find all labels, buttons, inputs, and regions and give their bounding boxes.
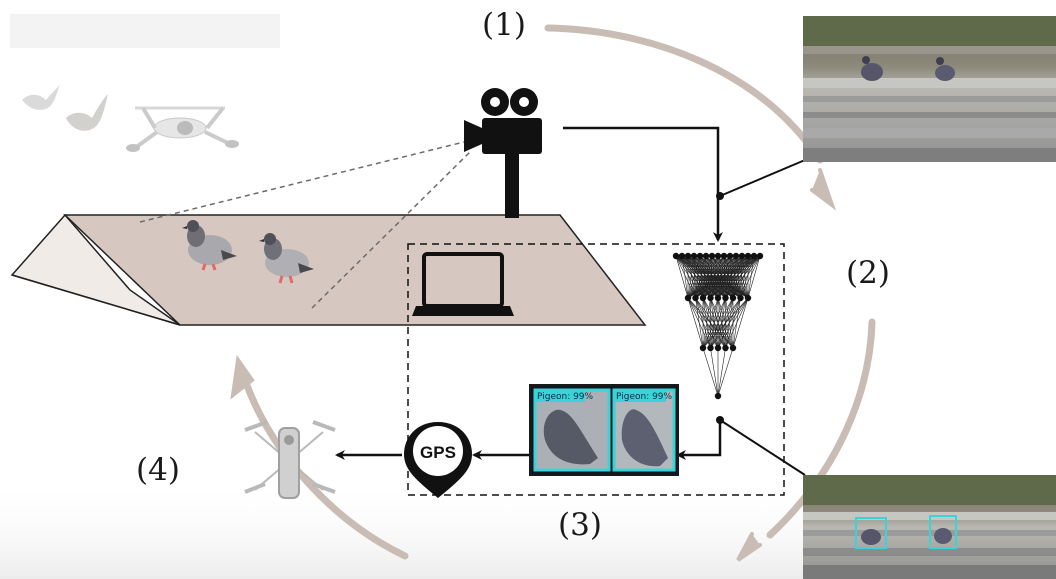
network-node: [696, 252, 704, 260]
roof: [10, 213, 647, 326]
step-label-4: (4): [136, 452, 180, 488]
network-node: [714, 294, 722, 302]
network-node: [672, 252, 680, 260]
cycle-arrowhead-1: [810, 168, 836, 211]
neural-network-icon: [672, 252, 764, 400]
network-to-detection-arrow: [676, 422, 722, 460]
cycle-arrow-1: [544, 24, 824, 164]
network-node: [684, 252, 692, 260]
network-node: [702, 252, 710, 260]
network-node: [707, 344, 714, 352]
detection-panel: Pigeon: 99% Pigeon: 99%: [529, 384, 679, 476]
network-node: [699, 294, 707, 302]
network-node: [722, 344, 729, 352]
detection-label-left: Pigeon: 99%: [537, 392, 594, 402]
detection-box: [855, 517, 887, 549]
detection-box: [929, 515, 957, 549]
pigeon-icon: [22, 84, 108, 131]
gps-label: GPS: [420, 443, 456, 462]
processing-box: [407, 243, 785, 496]
photo-connector-top: [719, 159, 806, 197]
network-node: [692, 294, 699, 302]
cycle-arrowhead-2: [736, 532, 762, 562]
cycle-arrows: [230, 24, 876, 562]
camera-view-lines: [139, 139, 473, 309]
step-label-2: (2): [846, 255, 890, 291]
background-fade: [0, 480, 830, 579]
network-node: [714, 344, 722, 352]
network-node: [726, 252, 734, 260]
network-node: [722, 294, 729, 302]
gps-pin-icon: GPS: [404, 422, 472, 498]
network-node: [708, 252, 716, 260]
network-node: [756, 252, 764, 260]
drone-icon: [244, 420, 336, 499]
background-band: [10, 14, 280, 48]
network-node: [714, 392, 722, 400]
network-node: [737, 294, 744, 302]
camera-photo: [803, 16, 1056, 162]
drone-icon: [126, 106, 239, 152]
connector-dot: [716, 192, 724, 200]
cycle-arrowhead-3: [230, 354, 255, 400]
step-label-3: (3): [558, 507, 602, 543]
cycle-arrow-2: [766, 318, 876, 539]
network-node: [744, 294, 752, 302]
detection-label-right: Pigeon: 99%: [616, 392, 673, 402]
pigeon-icon: [259, 233, 314, 284]
detection-photo: [803, 475, 1056, 579]
network-node: [750, 252, 758, 260]
network-node: [678, 252, 686, 260]
network-node: [738, 252, 746, 260]
network-node: [729, 344, 737, 352]
camera-to-network-arrow: [563, 126, 723, 242]
network-node: [684, 294, 692, 302]
cycle-arrow-3: [241, 376, 409, 560]
network-node: [732, 252, 740, 260]
laptop-icon: [412, 252, 514, 316]
network-node: [707, 294, 714, 302]
network-node: [720, 252, 728, 260]
network-node: [714, 252, 722, 260]
network-node: [690, 252, 698, 260]
network-node: [729, 294, 737, 302]
network-node: [744, 252, 752, 260]
step-label-1: (1): [482, 7, 526, 43]
connector-dot: [716, 416, 724, 424]
photo-connector-bottom: [719, 419, 806, 476]
video-camera-icon: [464, 88, 542, 218]
network-node: [699, 344, 707, 352]
pigeon-icon: [182, 220, 237, 271]
